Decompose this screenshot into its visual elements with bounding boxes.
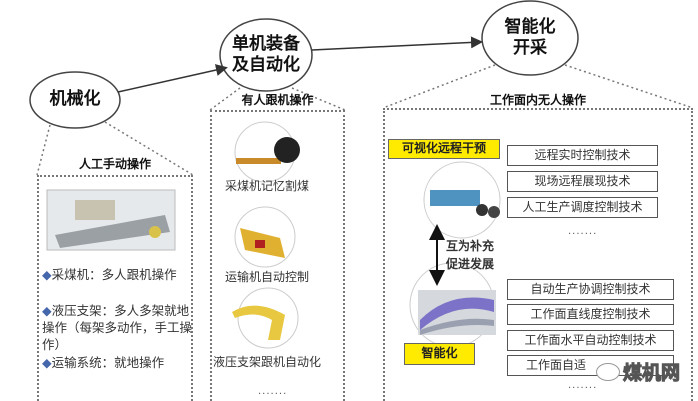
remote-label: 可视化远程干预 <box>388 139 500 159</box>
relation-line: 促进发展 <box>446 257 495 271</box>
title-line: 智能化 <box>504 17 556 37</box>
bullet-text: 采煤机：多人跟机操作 <box>51 267 177 282</box>
bullet-shearer: ◆采煤机：多人跟机操作 <box>42 267 177 282</box>
manual-panel <box>37 175 193 401</box>
title-line: 及自动化 <box>232 55 300 75</box>
unmanned-panel <box>383 108 693 401</box>
caption-conveyor: 运输机自动控制 <box>224 270 309 284</box>
title-line: 单机装备 <box>232 34 300 54</box>
stage-title-intelligent: 智能化 开采 <box>485 17 575 59</box>
section-label-manual: 人工手动操作 <box>78 157 151 171</box>
tech-box: 工作面水平自动控制技术 <box>507 330 674 351</box>
tech-box: 工作面自适 <box>507 355 674 376</box>
smart-label: 智能化 <box>404 343 475 365</box>
tech-box: 自动生产协调控制技术 <box>507 279 674 300</box>
tech-box: 工作面直线度控制技术 <box>507 304 674 325</box>
arrow-1 <box>117 64 228 93</box>
relation-line: 互为补充 <box>446 239 495 253</box>
section-label-follow: 有人跟机操作 <box>241 93 314 107</box>
ellipsis: ....... <box>568 380 598 391</box>
stage-ellipse-automation <box>219 18 313 92</box>
bullet-support: ◆液压支架：多人多架就地操作（每架多动作，手工操作） <box>42 303 193 352</box>
stage-ellipse-mechanized <box>29 71 121 129</box>
stage-title-mechanized: 机械化 <box>49 89 101 109</box>
shearer-memory-image <box>236 137 300 164</box>
conveyor-image <box>240 228 285 258</box>
arrow-2 <box>311 36 483 51</box>
tech-box: 人工生产调度控制技术 <box>507 197 658 218</box>
title-line: 开采 <box>513 38 547 58</box>
relation-text: 互为补充 促进发展 <box>446 237 494 273</box>
bullet-text: 运输系统：就地操作 <box>51 355 165 370</box>
ellipsis: ....... <box>568 226 598 237</box>
wechat-icon <box>596 362 620 381</box>
section-label-unmanned: 工作面内无人操作 <box>489 93 586 107</box>
tech-box: 现场远程展现技术 <box>507 171 658 192</box>
shearer-image <box>46 189 176 251</box>
stage-title-automation: 单机装备 及自动化 <box>221 34 311 76</box>
smart-image <box>418 290 496 335</box>
bullet-text: 液压支架：多人多架就地操作（每架多动作，手工操作） <box>42 303 193 352</box>
caption-support: 液压支架跟机自动化 <box>212 355 321 369</box>
support-image <box>232 305 285 340</box>
watermark: 煤机网 <box>596 358 681 385</box>
caption-shearer-memory: 采煤机记忆割煤 <box>224 179 309 193</box>
ellipsis: ....... <box>258 386 288 397</box>
follow-panel <box>210 110 345 401</box>
tech-box: 远程实时控制技术 <box>507 145 658 166</box>
watermark-text: 煤机网 <box>622 362 681 385</box>
remote-image <box>430 190 500 218</box>
bullet-transport: ◆运输系统：就地操作 <box>42 355 165 370</box>
